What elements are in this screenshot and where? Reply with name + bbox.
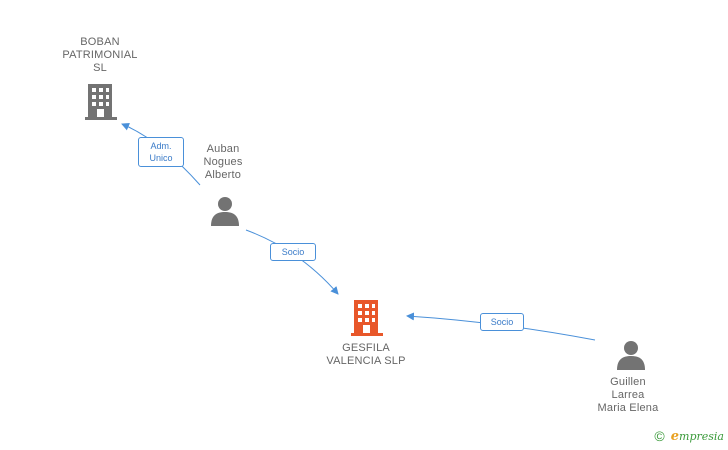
edge-label-socio[interactable]: Socio	[270, 243, 316, 261]
node-label-auban: Auban Nogues Alberto	[203, 143, 243, 181]
building-icon[interactable]	[84, 84, 118, 120]
brand-logo: empresia	[670, 428, 724, 444]
node-label-gesfila: GESFILA VALENCIA SLP	[326, 342, 406, 367]
node-label-guillen: Guillen Larrea Maria Elena	[597, 376, 659, 414]
copyright-icon: ©	[654, 428, 665, 444]
edge-label-socio[interactable]: Socio	[480, 313, 524, 331]
brand-watermark: © empresia	[654, 428, 724, 444]
person-icon[interactable]	[210, 196, 240, 226]
edge-label-adm-unico[interactable]: Adm. Unico	[138, 137, 184, 167]
person-icon[interactable]	[616, 340, 646, 370]
node-label-boban: BOBAN PATRIMONIAL SL	[62, 36, 138, 74]
edge-auban-gesfila	[245, 229, 339, 295]
building-icon[interactable]	[350, 300, 384, 336]
